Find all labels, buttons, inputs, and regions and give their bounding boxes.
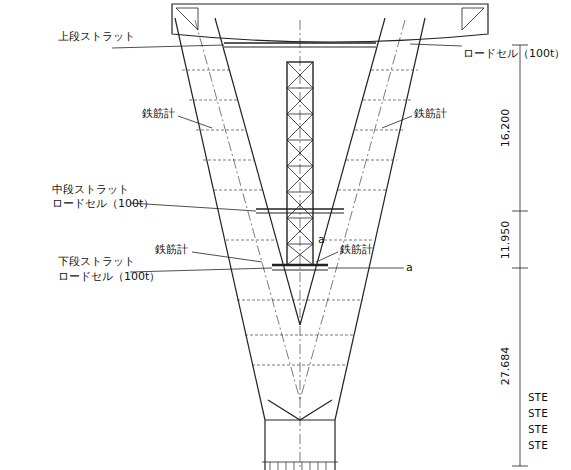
rebar-gauge-label: 鉄筋計 bbox=[142, 108, 175, 120]
strut-label: 上段ストラット bbox=[58, 31, 135, 43]
dimension: 27.684 bbox=[500, 345, 512, 388]
load-cell-label: ロードセル（100t） bbox=[58, 271, 160, 283]
dimension: 11.950 bbox=[500, 219, 512, 262]
cut-off-text: STE bbox=[528, 424, 548, 436]
load-cell-label: ロードセル（100t） bbox=[463, 48, 565, 60]
load-cell-label: ロードセル（100t） bbox=[52, 198, 154, 210]
rebar-gauge-label: 鉄筋計 bbox=[155, 244, 188, 256]
strut-label: 中段ストラット bbox=[52, 184, 129, 196]
cut-off-text: STE bbox=[528, 408, 548, 420]
cut-off-text: STE bbox=[528, 440, 548, 452]
dimension: 16,200 bbox=[500, 107, 512, 150]
cut-off-text: STE bbox=[528, 392, 548, 404]
rebar-gauge-label: 鉄筋計 bbox=[340, 244, 373, 256]
section-mark: a bbox=[318, 234, 325, 246]
section-mark: a bbox=[406, 262, 413, 274]
strut-label: 下段ストラット bbox=[58, 256, 135, 268]
rebar-gauge-label: 鉄筋計 bbox=[414, 108, 447, 120]
